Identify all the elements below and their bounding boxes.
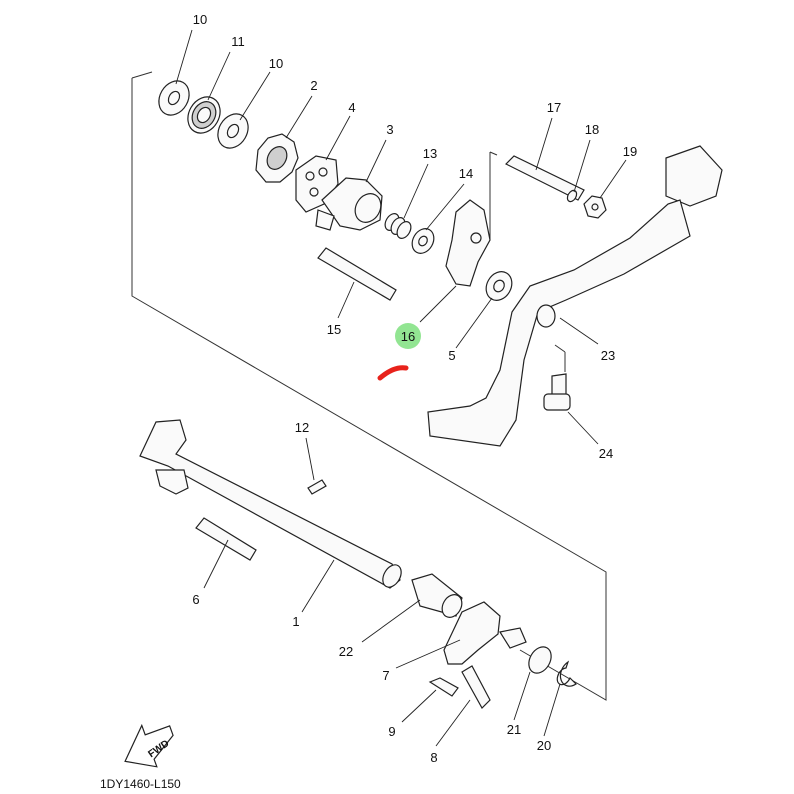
part-19-nut — [583, 195, 607, 219]
callout-19: 19 — [623, 144, 637, 159]
callout-10b: 10 — [269, 56, 283, 71]
callout-23: 23 — [601, 348, 615, 363]
callout-21: 21 — [507, 722, 521, 737]
part-20-circlip — [556, 660, 577, 687]
part-18-oring — [566, 189, 578, 203]
callout-12: 12 — [295, 420, 309, 435]
callout-17: 17 — [547, 100, 561, 115]
red-annotation-mark — [377, 365, 409, 381]
part-9-bolt — [428, 677, 459, 697]
callout-24: 24 — [599, 446, 613, 461]
part-16-highlight — [395, 323, 421, 349]
callout-8: 8 — [430, 750, 437, 765]
fwd-arrow-icon: FWD — [124, 723, 174, 768]
callout-3: 3 — [386, 122, 393, 137]
part-21-washer — [528, 646, 552, 674]
part-23-pedal — [427, 145, 723, 447]
callout-20: 20 — [537, 738, 551, 753]
part-14-washer — [411, 228, 435, 254]
callout-22: 22 — [339, 644, 353, 659]
callout-1: 1 — [292, 614, 299, 629]
callout-15: 15 — [327, 322, 341, 337]
part-5-washer — [485, 271, 513, 301]
part-24-bolt — [543, 373, 571, 411]
part-15-pin — [317, 247, 397, 301]
part-2-ratchet — [255, 133, 299, 183]
part-17-bolt — [504, 155, 585, 201]
part-22-collar — [411, 573, 463, 618]
callout-16: 16 — [401, 329, 415, 344]
callout-4: 4 — [348, 100, 355, 115]
part-11-bearing — [187, 96, 221, 134]
part-8-spring — [461, 665, 491, 709]
part-12-pin — [307, 479, 327, 495]
callout-2: 2 — [310, 78, 317, 93]
callout-labels: 10 11 10 2 4 3 13 14 17 18 19 15 16 5 23… — [192, 12, 637, 765]
part-16-pawl — [445, 199, 491, 287]
callout-13: 13 — [423, 146, 437, 161]
part-3-gear — [315, 177, 383, 231]
leader-lines — [175, 29, 627, 747]
callout-18: 18 — [585, 122, 599, 137]
part-13-spring — [384, 213, 412, 239]
part-6-pin — [195, 517, 257, 561]
assembly-frame — [131, 71, 607, 701]
callout-6: 6 — [192, 592, 199, 607]
part-7-lever — [443, 601, 527, 665]
part-1-shaft — [139, 419, 402, 589]
callout-11: 11 — [231, 34, 245, 49]
callout-14: 14 — [459, 166, 473, 181]
part-10-washer-top — [158, 80, 190, 116]
diagram-code: 1DY1460-L150 — [100, 777, 181, 791]
callout-10a: 10 — [193, 12, 207, 27]
callout-7: 7 — [382, 668, 389, 683]
part-10-washer-second — [217, 113, 249, 149]
callout-9: 9 — [388, 724, 395, 739]
callout-5: 5 — [448, 348, 455, 363]
